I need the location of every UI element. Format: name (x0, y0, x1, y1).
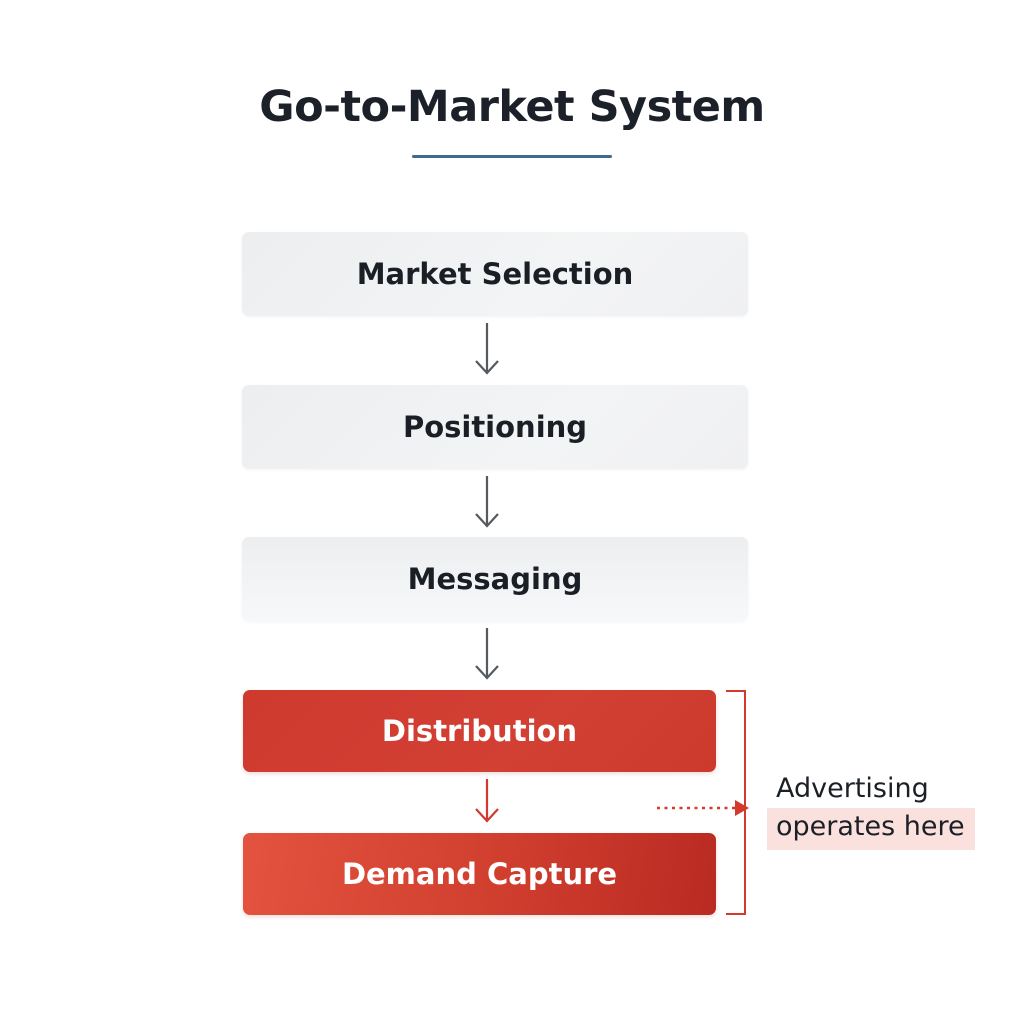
step-messaging: Messaging (242, 537, 748, 621)
callout-highlight: operates here (767, 808, 975, 850)
step-label: Messaging (407, 562, 583, 596)
step-demand-capture: Demand Capture (243, 833, 716, 915)
step-market-selection: Market Selection (242, 232, 748, 316)
arrow-down-icon (475, 323, 499, 375)
step-label: Distribution (381, 714, 578, 748)
title-underline (412, 155, 612, 158)
step-label: Market Selection (356, 257, 634, 291)
step-positioning: Positioning (242, 385, 748, 469)
diagram-title: Go-to-Market System (259, 82, 765, 132)
step-distribution: Distribution (243, 690, 716, 772)
arrow-down-icon (475, 628, 499, 680)
arrow-down-icon (475, 779, 499, 823)
step-label: Positioning (402, 410, 588, 444)
arrow-down-icon (475, 476, 499, 528)
step-label: Demand Capture (341, 857, 618, 891)
scope-bracket (726, 690, 746, 915)
advertising-callout: Advertising operates here (767, 770, 975, 850)
dotted-arrow-icon (657, 800, 749, 816)
callout-heading: Advertising (776, 773, 929, 804)
